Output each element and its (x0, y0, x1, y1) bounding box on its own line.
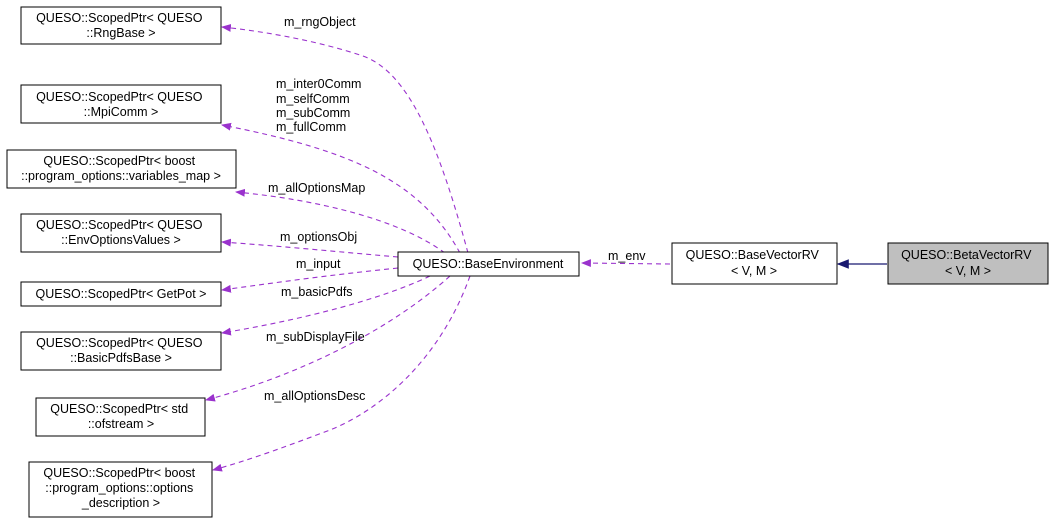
node-rng[interactable]: QUESO::ScopedPtr< QUESO ::RngBase > (20, 6, 222, 45)
edge-basicpdfs (221, 275, 431, 336)
node-optdesc[interactable]: QUESO::ScopedPtr< boost ::program_option… (28, 461, 213, 518)
usage-edges (205, 23, 671, 472)
label-varmap: m_allOptionsMap (268, 181, 365, 195)
edge-envopts (221, 238, 399, 258)
node-varmap[interactable]: QUESO::ScopedPtr< boost ::program_option… (6, 149, 237, 189)
label-basicpdfs: m_basicPdfs (281, 285, 353, 299)
edge-rng (221, 23, 469, 254)
label-mpi: m_inter0Comm m_selfComm m_subComm m_full… (276, 77, 365, 134)
node-beta-vector-rv[interactable]: QUESO::BetaVectorRV < V, M > (887, 242, 1049, 285)
node-ofstream[interactable]: QUESO::ScopedPtr< std ::ofstream > (35, 397, 206, 437)
label-env: m_env (608, 249, 646, 263)
node-base-vector-rv[interactable]: QUESO::BaseVectorRV < V, M > (671, 242, 838, 285)
edge-ofstream (205, 275, 451, 402)
node-base-environment[interactable]: QUESO::BaseEnvironment (397, 251, 580, 277)
svg-text:QUESO::ScopedPtr< std ::: QUESO::ScopedPtr< std ::ofstream > (50, 402, 191, 431)
label-rng: m_rngObject (284, 15, 356, 29)
svg-text:QUESO::BetaVectorRV < V,: QUESO::BetaVectorRV < V, M > (901, 248, 1035, 278)
edge-labels: m_rngObject m_inter0Comm m_selfComm m_su… (264, 15, 646, 403)
svg-text:QUESO::ScopedPtr< QUESO: QUESO::ScopedPtr< QUESO ::MpiComm > (36, 90, 206, 119)
node-mpi[interactable]: QUESO::ScopedPtr< QUESO ::MpiComm > (20, 84, 222, 124)
node-basicpdfs[interactable]: QUESO::ScopedPtr< QUESO ::BasicPdfsBase … (20, 331, 222, 371)
label-envopts: m_optionsObj (280, 230, 357, 244)
svg-text:QUESO::ScopedPtr< boost: QUESO::ScopedPtr< boost ::program_option… (43, 466, 198, 510)
node-getpot[interactable]: QUESO::ScopedPtr< GetPot > (20, 281, 222, 307)
svg-text:QUESO::ScopedPtr< boost: QUESO::ScopedPtr< boost ::program_option… (21, 154, 221, 183)
label-getpot: m_input (296, 257, 341, 271)
edge-mpi (221, 122, 461, 254)
svg-text:QUESO::ScopedPtr< QUESO: QUESO::ScopedPtr< QUESO ::BasicPdfsBase … (36, 336, 206, 365)
label-ofstream: m_subDisplayFile (266, 330, 365, 344)
svg-text:QUESO::BaseEnvironment: QUESO::BaseEnvironment (413, 257, 564, 271)
svg-text:QUESO::ScopedPtr< GetPot >: QUESO::ScopedPtr< GetPot > (36, 287, 207, 301)
label-optdesc: m_allOptionsDesc (264, 389, 365, 403)
svg-text:QUESO::ScopedPtr< QUESO: QUESO::ScopedPtr< QUESO ::RngBase > (36, 11, 206, 40)
svg-text:QUESO::BaseVectorRV < V,: QUESO::BaseVectorRV < V, M > (686, 248, 823, 278)
edge-optdesc (212, 275, 471, 472)
edge-getpot (221, 267, 399, 293)
node-envopts[interactable]: QUESO::ScopedPtr< QUESO ::EnvOptionsValu… (20, 213, 222, 253)
svg-text:QUESO::ScopedPtr< QUESO: QUESO::ScopedPtr< QUESO ::EnvOptionsValu… (36, 218, 206, 247)
edge-env (581, 259, 671, 268)
edge-varmap (235, 188, 446, 254)
